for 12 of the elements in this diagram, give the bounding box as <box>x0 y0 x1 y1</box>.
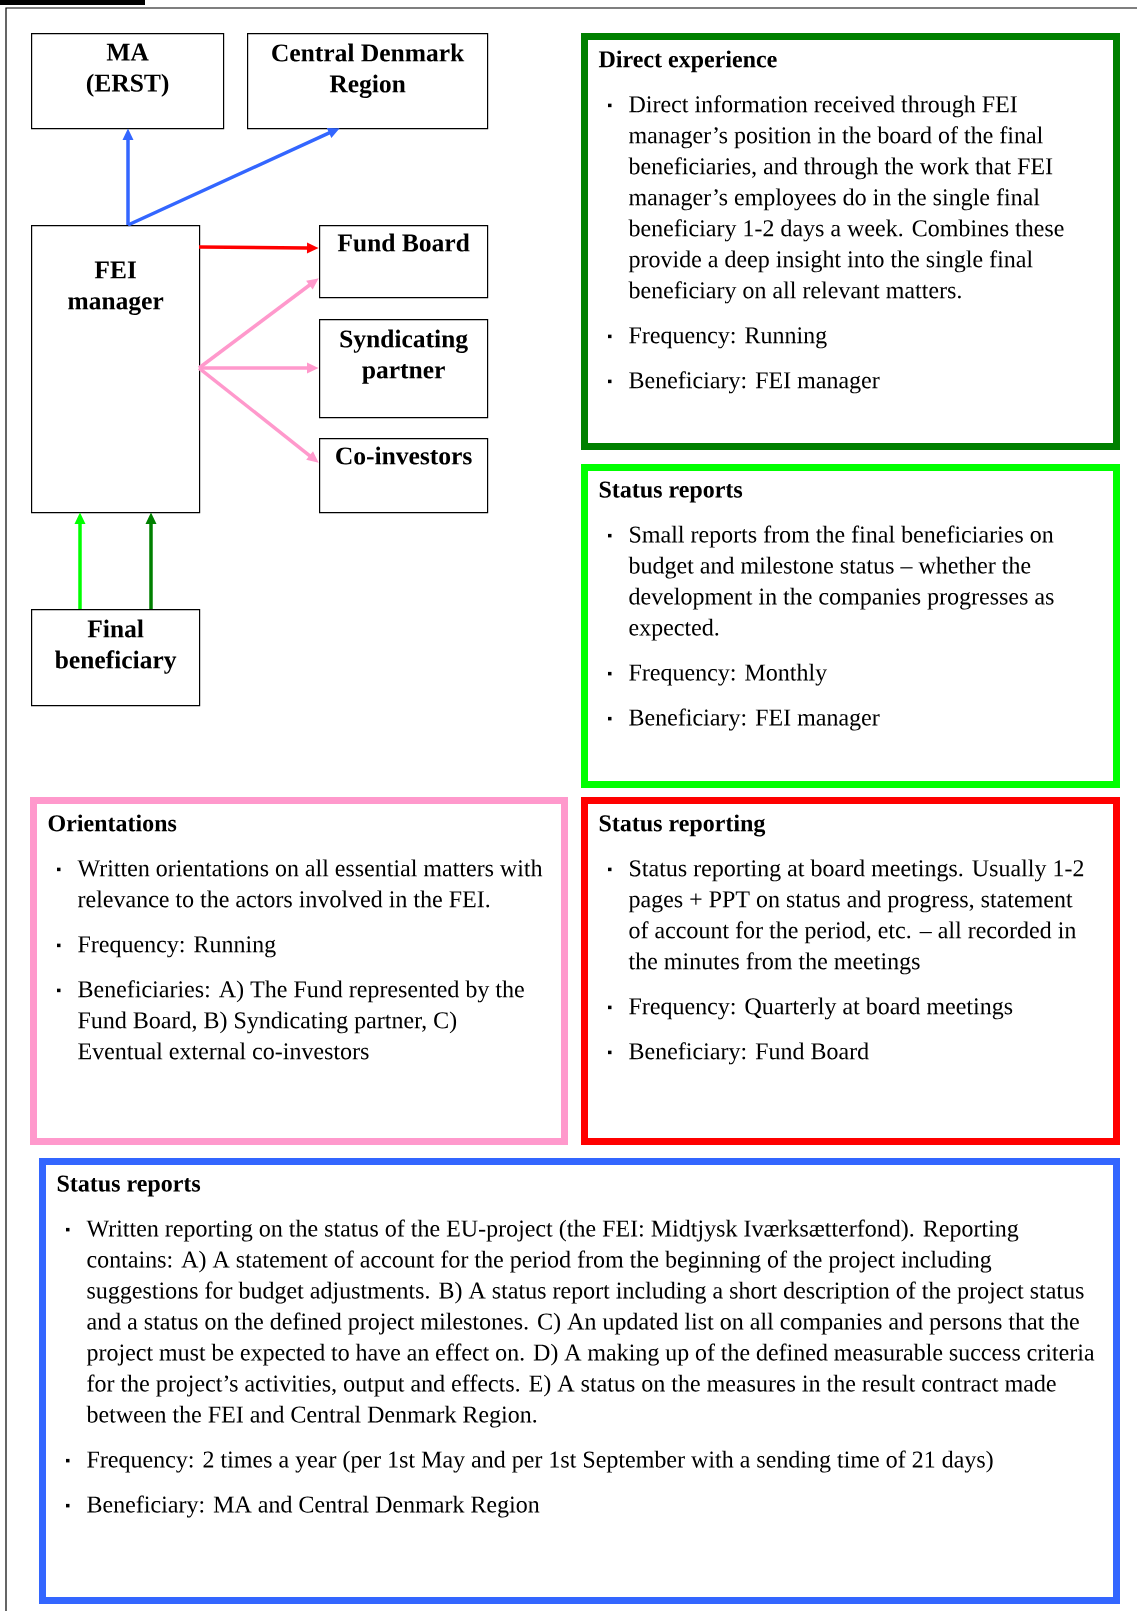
text-panel: Status reports Written reporting on the status of the EU-project (the FEI: Midtjysk Iværksætterfond). Reporting contains: A) A statement of account for the period from the beginning of the project including suggestions for budget adjustments. B) A status report including a short description of the project status and a status on the defined project milestones. C) An updated list on all companies and persons that the project must be expected to have an effect on. D) A making up of the defined measurable success criteria for the project’s activities, output and effects. E) A status on the measures in the result contract made between the FEI and Central Denmark Region. Frequency: 2 times a year (per 1st May and per 1st September with a sending time of 21 days) Beneficiary: MA and Central Denmark Region <box>39 1158 1120 1604</box>
box: FEI manager <box>31 225 201 514</box>
text-panel: Direct experience Direct information received through FEI manager’s position in the board of the final beneficiaries, and through the work that FEI manager’s employees do in the single final beneficiary 1-2 days a week. Combines these provide a deep insight into the single final beneficiary on all relevant matters. Frequency: Running Beneficiary: FEI manager <box>581 33 1120 450</box>
box: Final beneficiary <box>31 609 201 707</box>
box: Fund Board <box>319 225 489 299</box>
box: Syndicating partner <box>319 319 489 419</box>
box: Co-investors <box>319 438 489 514</box>
box: Central Denmark Region <box>247 33 489 130</box>
text-panel: Status reports Small reports from the final beneficiaries on budget and milestone status – whether the development in the companies progresses as expected. Frequency: Monthly Beneficiary: FEI manager <box>581 464 1120 788</box>
text-panel: Status reporting Status reporting at board meetings. Usually 1-2 pages + PPT on status and progress, statement of account for the period, etc. – all recorded in the minutes from the meetings Frequency: Quarterly at board meetings Beneficiary: Fund Board <box>581 797 1120 1145</box>
text-panel: Orientations Written orientations on all essential matters with relevance to the actors involved in the FEI. Frequency: Running Beneficiaries: A) The Fund represented by the Fund Board, B) Syndicating partner, C) Eventual external co-investors <box>30 797 568 1145</box>
box: MA (ERST) <box>31 33 225 130</box>
